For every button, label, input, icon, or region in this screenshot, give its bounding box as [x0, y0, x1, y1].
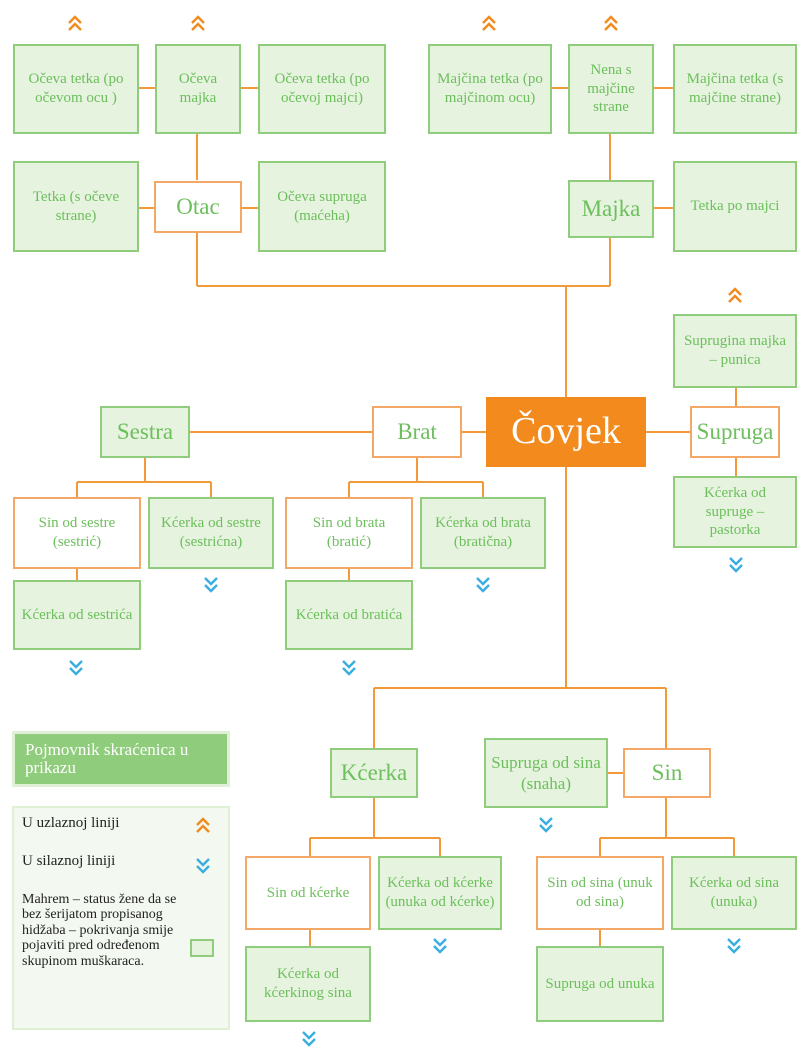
double-chevron-down-icon [342, 660, 356, 676]
node-kcerka-od-sestrica: Kćerka od sestrića [13, 580, 141, 650]
double-chevron-up-icon [482, 15, 496, 31]
double-chevron-up-icon [191, 15, 205, 31]
legend-ascending-label: U uzlaznoj liniji [22, 815, 120, 831]
double-chevron-down-icon [433, 938, 447, 954]
node-sin-od-kcerke: Sin od kćerke [245, 856, 371, 930]
node-supruga-od-sina: Supruga od sina (snaha) [484, 738, 608, 808]
legend-panel [12, 806, 230, 1030]
node-majcina-tetka-strane: Majčina tetka (s majčine strane) [673, 44, 797, 134]
node-sestra: Sestra [100, 406, 190, 458]
node-majka: Majka [568, 180, 654, 238]
node-kcerka-od-bratica: Kćerka od bratića [285, 580, 413, 650]
node-kcerka-od-sina: Kćerka od sina (unuka) [671, 856, 797, 930]
double-chevron-down-icon [476, 577, 490, 593]
double-chevron-up-icon [196, 817, 210, 833]
double-chevron-up-icon [728, 287, 742, 303]
double-chevron-down-icon [69, 660, 83, 676]
node-otac: Otac [154, 181, 242, 233]
node-sin: Sin [623, 748, 711, 798]
node-sin-od-sestre: Sin od sestre (sestrić) [13, 497, 141, 569]
node-supruga-majka: Supruginа majka – punica [673, 314, 797, 388]
node-oceva-supruga: Očeva supruga (maćeha) [258, 161, 386, 252]
legend-mahrem-swatch [190, 939, 214, 957]
double-chevron-down-icon [204, 577, 218, 593]
node-tetka-oceve: Tetka (s očeve strane) [13, 161, 139, 252]
node-kcerka-od-kcerkinog-sina: Kćerka od kćerkinog sina [245, 946, 371, 1022]
legend-title: Pojmovnik skraćenica u prikazu [12, 731, 230, 787]
double-chevron-down-icon [196, 858, 210, 874]
node-kcerka-od-kcerke: Kćerka od kćerke (unuka od kćerke) [378, 856, 502, 930]
node-ocev-tetka-majke: Očeva tetka (po očevoj majci) [258, 44, 386, 134]
node-nena: Nena s majčine strane [568, 44, 654, 134]
node-sin-od-brata: Sin od brata (bratić) [285, 497, 413, 569]
double-chevron-up-icon [604, 15, 618, 31]
node-kcerka-od-supruge: Kćerka od supruge – pastorka [673, 476, 797, 548]
double-chevron-down-icon [729, 557, 743, 573]
node-tetka-po-majci: Tetka po majci [673, 161, 797, 252]
node-brat: Brat [372, 406, 462, 458]
double-chevron-up-icon [68, 15, 82, 31]
node-supruga-od-unuka: Supruga od unuka [536, 946, 664, 1022]
node-kcerka-od-brata: Kćerka od brata (bratična) [420, 497, 546, 569]
double-chevron-down-icon [302, 1031, 316, 1047]
node-majcina-tetka-oca: Majčina tetka (po majčinom ocu) [428, 44, 552, 134]
double-chevron-down-icon [539, 817, 553, 833]
legend-mahrem-text: Mahrem – status žene da se bez šerijatom… [22, 892, 177, 969]
legend-descending-label: U silaznoj liniji [22, 853, 116, 869]
node-kcerka-od-sestre: Kćerka od sestre (sestrićna) [148, 497, 274, 569]
node-sin-od-sina: Sin od sina (unuk od sina) [536, 856, 664, 930]
node-supruga: Supruga [690, 406, 780, 458]
node-oceva-majka: Očeva majka [155, 44, 241, 134]
double-chevron-down-icon [727, 938, 741, 954]
node-covjek: Čovjek [486, 397, 646, 467]
node-ocev-tetka-oca: Očeva tetka (po očevom ocu ) [13, 44, 139, 134]
node-kcerka: Kćerka [330, 748, 418, 798]
